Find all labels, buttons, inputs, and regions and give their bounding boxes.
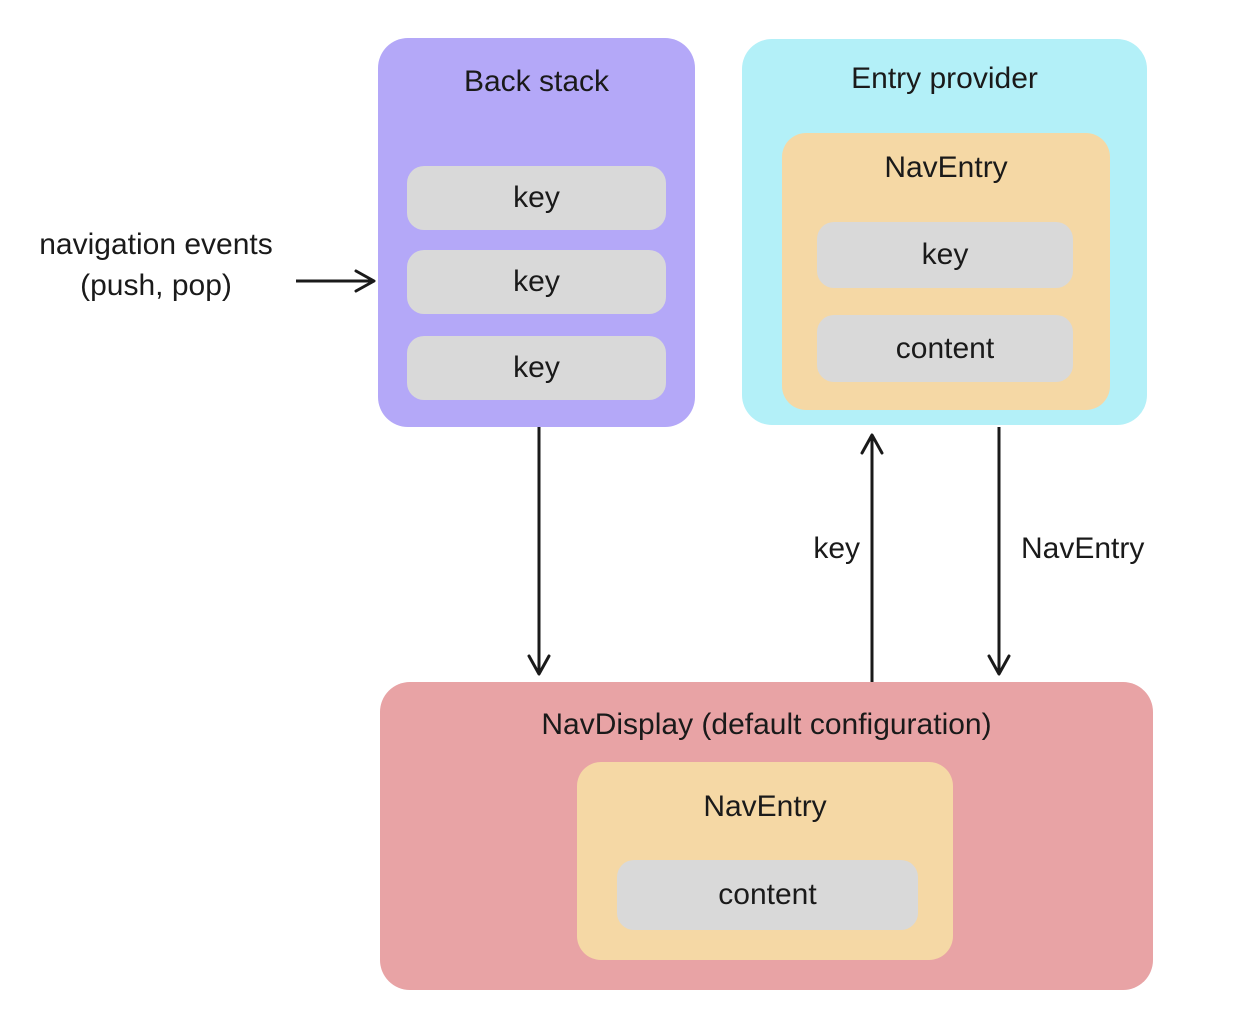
entry-provider-key-pill: key bbox=[817, 222, 1073, 288]
nav-display-naventry-box: NavEntry content bbox=[577, 762, 953, 960]
back-stack-title: Back stack bbox=[463, 65, 610, 98]
naventry-arrow-label: NavEntry bbox=[1021, 532, 1145, 565]
nav-display-box: NavDisplay (default configuration) NavEn… bbox=[380, 682, 1153, 990]
nav-display-content-pill: content bbox=[617, 860, 918, 930]
nav-display-title: NavDisplay (default configuration) bbox=[541, 708, 992, 741]
entry-provider-naventry-box: NavEntry key content bbox=[782, 133, 1110, 410]
entry-provider-title: Entry provider bbox=[851, 62, 1038, 95]
back-stack-box: Back stack key key key bbox=[378, 38, 695, 427]
entry-provider-content-pill: content bbox=[817, 315, 1073, 382]
nav-display-naventry-title: NavEntry bbox=[703, 790, 827, 823]
entry-provider-box: Entry provider NavEntry key content bbox=[742, 39, 1147, 425]
key-arrow-label: key bbox=[813, 532, 860, 565]
back-stack-key-pill-3: key bbox=[407, 336, 666, 400]
entry-provider-naventry-title: NavEntry bbox=[884, 151, 1008, 184]
navigation-events-label: navigation events (push, pop) bbox=[6, 224, 306, 306]
navigation-events-line1: navigation events bbox=[39, 228, 273, 261]
back-stack-key-pill-2: key bbox=[407, 250, 666, 314]
navigation-events-line2: (push, pop) bbox=[80, 269, 232, 302]
back-stack-key-pill-1: key bbox=[407, 166, 666, 230]
